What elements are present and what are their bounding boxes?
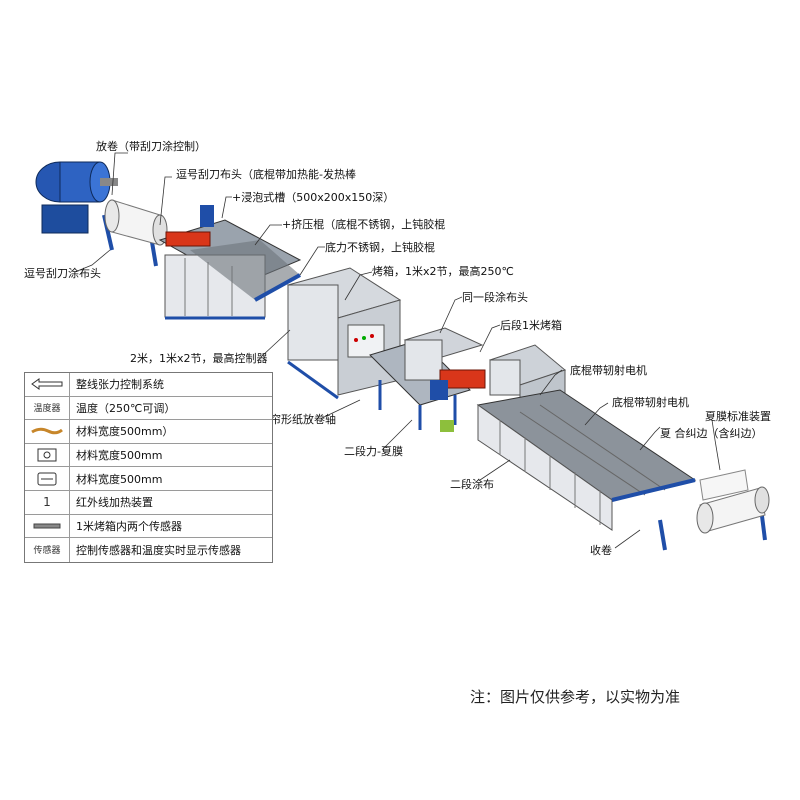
footnote: 注：图片仅供参考，以实物为准 — [470, 688, 681, 706]
bar-icon — [25, 514, 70, 538]
callout-unwind: 放卷（带刮刀涂控制） — [96, 140, 206, 153]
unwind-motor — [35, 161, 118, 234]
temp-icon: 温度器 — [25, 396, 70, 420]
leader-lines — [74, 152, 721, 549]
legend-row: 材料宽度500mm — [25, 467, 272, 491]
number-symbol: 1 — [25, 490, 70, 514]
callout-oven: 烤箱，1米x2节，最高250℃ — [372, 265, 514, 278]
unwind-roll — [102, 199, 168, 267]
box-icon — [25, 467, 70, 490]
legend-text: 红外线加热装置 — [76, 496, 153, 510]
callout-rewind: 收卷 — [590, 544, 612, 557]
callout-same-head: 同一段涂布头 — [462, 291, 528, 304]
legend-row: 1 红外线加热装置 — [25, 490, 272, 515]
arrow-icon — [25, 373, 70, 396]
callout-bottom-roll: 底力不锈钢，上钝胶棍 — [325, 241, 435, 254]
legend-text: 材料宽度500mm — [76, 449, 163, 463]
oven-1 — [286, 267, 402, 400]
conveyor-cabinet — [476, 389, 697, 531]
callout-controller: 2米，1米x2节，最高控制器 — [130, 352, 268, 365]
callout-edge-guide: 夏 合纠边（含纠边） — [660, 427, 763, 440]
callout-scraper-left: 逗号刮刀涂布头 — [24, 267, 101, 280]
legend-row: 材料宽度500mm — [25, 443, 272, 468]
callout-bottom-motor-2: 底棍带轫射电机 — [612, 396, 689, 409]
callout-scraper-head: 逗号刮刀布头（底棍带加热能-发热棒 — [176, 168, 356, 181]
callout-rear-oven: 后段1米烤箱 — [500, 319, 562, 332]
legend-row: 1米烤箱内两个传感器 — [25, 514, 272, 539]
legend-row: 传感器 控制传感器和温度实时显示传感器 — [25, 538, 272, 562]
callout-dip-tank: +浸泡式槽（500x200x150深） — [232, 191, 395, 204]
material-icon — [25, 420, 70, 443]
legend-text: 材料宽度500mm） — [76, 425, 174, 439]
legend: 整线张力控制系统 温度器 温度（250℃可调） 材料宽度500mm） 材料宽度5… — [24, 372, 273, 563]
legend-row: 材料宽度500mm） — [25, 420, 272, 444]
legend-text: 温度（250℃可调） — [76, 401, 176, 415]
sensor-icon: 传感器 — [25, 538, 70, 562]
legend-text: 1米烤箱内两个传感器 — [76, 519, 182, 533]
rewind-roll — [658, 469, 770, 551]
camera-icon — [25, 443, 70, 467]
callout-film-device: 夏膜标准装置 — [705, 410, 771, 423]
callout-paper-shaft: 帘形纸放卷轴 — [270, 413, 336, 426]
legend-row: 温度器 温度（250℃可调） — [25, 396, 272, 421]
coating-head-station — [158, 205, 302, 320]
callout-bottom-motor-1: 底棍带轫射电机 — [570, 364, 647, 377]
legend-text: 整线张力控制系统 — [76, 378, 164, 392]
stage2-coating-head — [403, 327, 486, 400]
callout-stage2-coat: 二段涂布 — [450, 478, 494, 491]
callout-stage2-film: 二段力-夏膜 — [344, 445, 403, 458]
callout-squeeze: +挤压棍（底棍不锈钢，上钝胶棍 — [282, 218, 446, 231]
legend-text: 控制传感器和温度实时显示传感器 — [76, 543, 241, 557]
legend-row: 整线张力控制系统 — [25, 373, 272, 397]
legend-text: 材料宽度500mm — [76, 472, 163, 486]
